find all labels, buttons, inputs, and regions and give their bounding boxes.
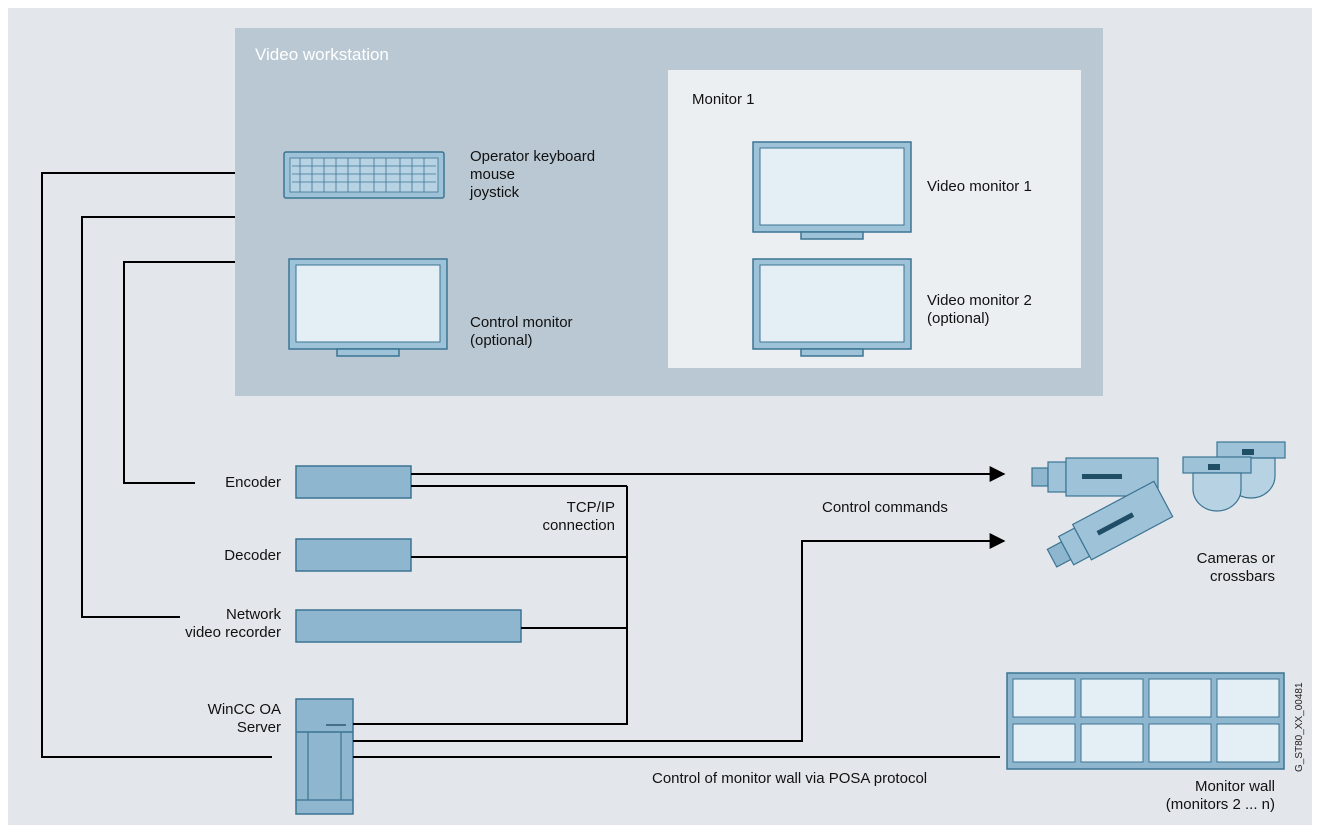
- control-monitor-label-1: Control monitor: [470, 314, 573, 331]
- dome-camera-icon: [1182, 441, 1286, 512]
- monitor-wall-icon: [1006, 672, 1285, 770]
- tcpip-label-1: TCP/IP: [567, 499, 615, 516]
- wire-server-workstation: [41, 172, 272, 758]
- box-camera-icon: [1031, 457, 1159, 497]
- keyboard-icon: [283, 151, 445, 199]
- video-monitor-1-icon: [752, 141, 912, 240]
- control-commands-label: Control commands: [822, 499, 948, 516]
- control-monitor-icon: [288, 258, 448, 357]
- video-monitor-2-label-1: Video monitor 2: [927, 292, 1032, 309]
- decoder-label: Decoder: [224, 547, 281, 564]
- encoder-device: [295, 465, 412, 499]
- monitor-group-title: Monitor 1: [692, 91, 755, 108]
- posa-label: Control of monitor wall via POSA protoco…: [652, 770, 927, 787]
- nvr-device: [295, 609, 522, 643]
- control-monitor-label-2: (optional): [470, 332, 533, 349]
- wire-encoder-workstation: [123, 261, 235, 484]
- cameras-label-1: Cameras or: [1197, 550, 1275, 567]
- angled-camera-icon: [1046, 480, 1174, 568]
- video-monitor-1-label: Video monitor 1: [927, 178, 1032, 195]
- operator-label-3: joystick: [469, 184, 520, 201]
- video-monitor-2-label-2: (optional): [927, 310, 990, 327]
- tcpip-label-2: connection: [542, 517, 615, 534]
- encoder-label: Encoder: [225, 474, 281, 491]
- server-label-2: Server: [237, 719, 281, 736]
- decoder-device: [295, 538, 412, 572]
- operator-label-2: mouse: [470, 166, 515, 183]
- operator-label-1: Operator keyboard: [470, 148, 595, 165]
- nvr-label-2: video recorder: [185, 624, 281, 641]
- wire-tcpip-bus: [353, 486, 628, 725]
- video-monitor-2-icon: [752, 258, 912, 357]
- figure-id: G_ST80_XX_00481: [1294, 682, 1305, 772]
- server-icon: [295, 698, 354, 815]
- workstation-title: Video workstation: [255, 45, 389, 64]
- monitor-wall-label-2: (monitors 2 ... n): [1166, 796, 1275, 813]
- nvr-label-1: Network: [226, 606, 282, 623]
- arrow-server-cameras: [353, 533, 1006, 742]
- cameras-label-2: crossbars: [1210, 568, 1275, 585]
- wire-nvr-workstation: [81, 216, 235, 618]
- server-label-1: WinCC OA: [208, 701, 281, 718]
- monitor-wall-label-1: Monitor wall: [1195, 778, 1275, 795]
